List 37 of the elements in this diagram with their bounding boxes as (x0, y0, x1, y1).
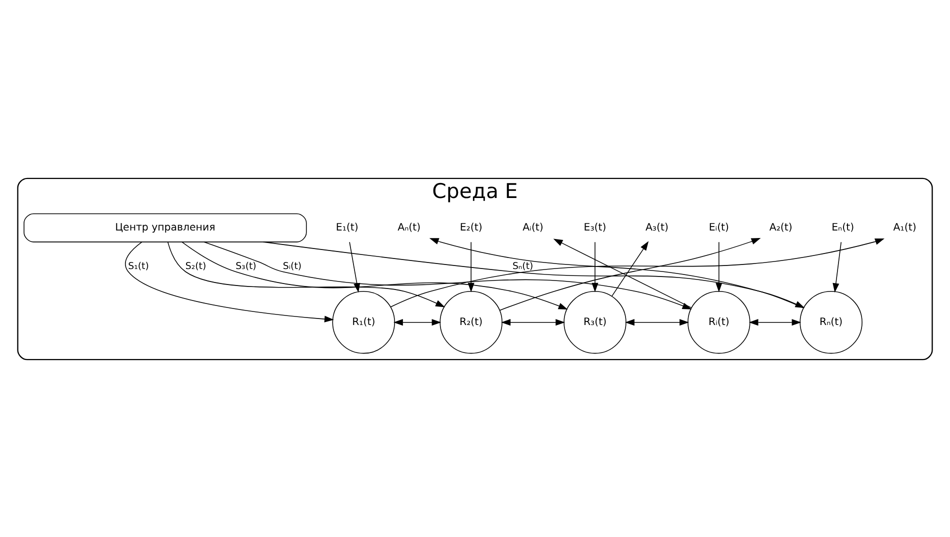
node-text: E₂(t) (460, 222, 482, 233)
node-text: E₃(t) (584, 222, 606, 233)
node-text: A₂(t) (769, 222, 792, 233)
node-text: Aₙ(t) (398, 222, 421, 233)
node-circle: R₃(t) (564, 290, 626, 354)
arrow (204, 241, 692, 309)
edge-label: S₃(t) (236, 260, 256, 272)
arrow (124, 241, 334, 322)
node-text: Aᵢ(t) (522, 222, 544, 233)
edge-label: Sₙ(t) (512, 260, 534, 272)
arrow (394, 318, 442, 326)
node-text: Eᵢ(t) (708, 222, 730, 233)
arrow (501, 318, 566, 326)
node-circle: Rₙ(t) (800, 290, 862, 354)
edge-label: Sᵢ(t) (282, 260, 302, 272)
arrow (553, 238, 692, 308)
node-circle: Rᵢ(t) (688, 290, 750, 354)
node-text: A₁(t) (893, 222, 916, 233)
arrow (499, 237, 761, 310)
arrow (429, 238, 804, 308)
arrow (625, 318, 689, 326)
arrow (262, 241, 805, 308)
arrow (716, 241, 722, 292)
node-circle: R₁(t) (332, 290, 395, 354)
node-circle: R₂(t) (440, 290, 502, 354)
edge-label: S₁(t) (128, 260, 149, 272)
arrow (182, 241, 568, 309)
arrow (167, 241, 446, 307)
node-box: Центр управления (24, 212, 307, 242)
arrow (612, 240, 649, 296)
arrow (832, 241, 842, 292)
node-text: Eₙ(t) (832, 222, 854, 233)
edge-label: S₂(t) (185, 260, 206, 272)
node-text: E₁(t) (336, 222, 358, 233)
arrow (390, 238, 884, 307)
arrow (748, 318, 802, 326)
node-text: A₃(t) (645, 222, 668, 233)
